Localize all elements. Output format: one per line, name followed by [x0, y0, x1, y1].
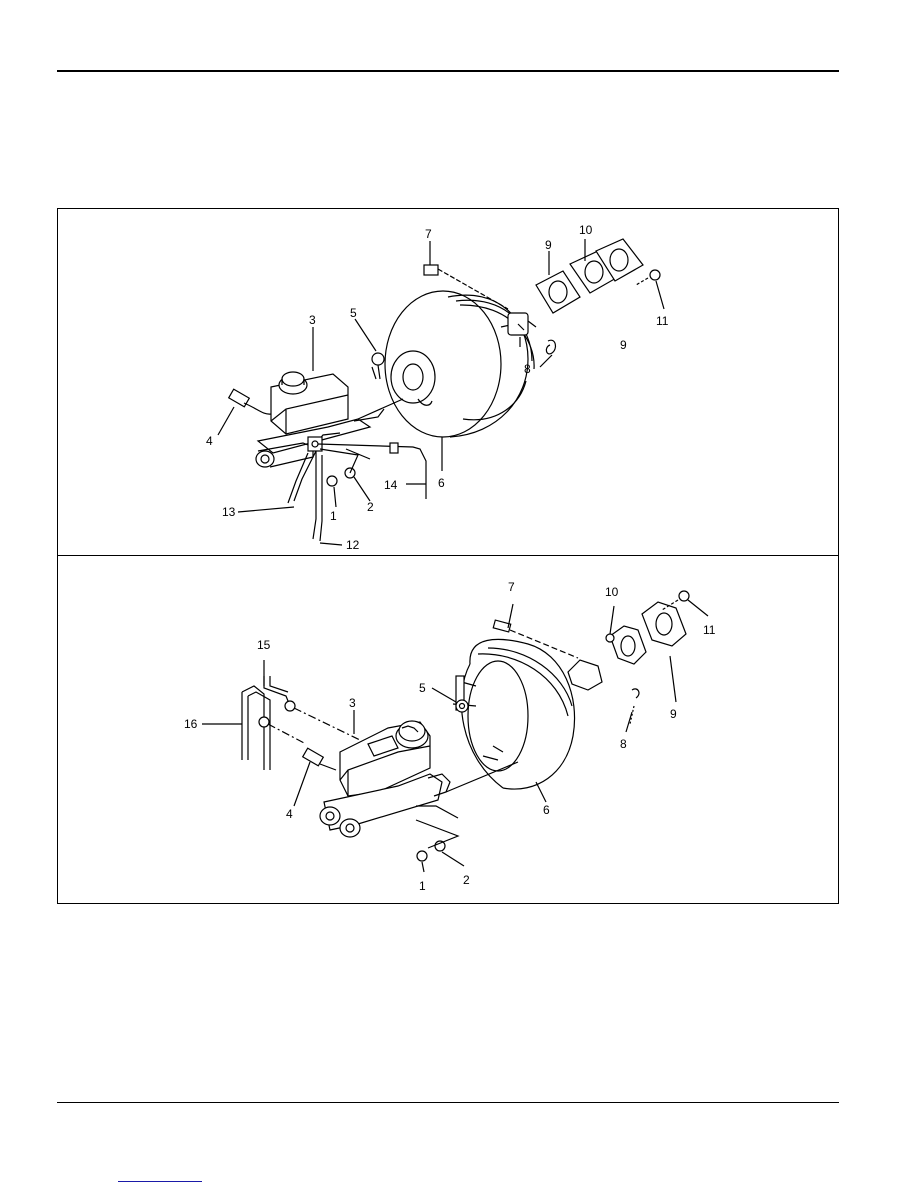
lower-booster [452, 638, 576, 790]
upper-leaders [217, 239, 665, 546]
upper-brake-lines [287, 442, 427, 542]
upper-callout-13: 13 [222, 505, 236, 519]
lower-brake-lines [241, 676, 361, 770]
lower-callout-9: 9 [670, 707, 677, 721]
upper-booster [384, 290, 537, 438]
panel-divider [58, 555, 838, 556]
lower-callout-8: 8 [620, 737, 627, 751]
lower-callout-15: 15 [257, 638, 271, 652]
upper-callout-11: 11 [656, 314, 669, 328]
upper-exploded-view: 7 9 10 11 9 3 5 8 4 6 14 2 1 13 12 [58, 209, 838, 555]
upper-callout-9: 9 [545, 238, 552, 252]
lower-gaskets [605, 590, 690, 665]
footer-rule [57, 1102, 839, 1103]
upper-level-sensor [227, 388, 272, 415]
lower-diagram: 7 10 11 15 3 5 9 16 8 4 6 2 1 [184, 580, 716, 893]
lower-callout-7: 7 [508, 580, 515, 594]
lower-master-cylinder [319, 720, 459, 838]
lower-callout-4: 4 [286, 807, 293, 821]
lower-exploded-view: 7 10 11 15 3 5 9 16 8 4 6 2 1 [58, 556, 838, 903]
lower-callout-3: 3 [349, 696, 356, 710]
upper-callout-1: 1 [330, 509, 337, 523]
lower-level-sensor [301, 747, 337, 771]
lower-callout-5: 5 [419, 681, 426, 695]
lower-leaders [202, 599, 709, 873]
upper-diagram: 7 9 10 11 9 3 5 8 4 6 14 2 1 13 12 [206, 223, 669, 552]
lower-callout-1: 1 [419, 879, 426, 893]
upper-callout-5: 5 [350, 306, 357, 320]
upper-callout-9b: 9 [620, 338, 627, 352]
upper-callout-12: 12 [346, 538, 360, 552]
upper-callout-10: 10 [579, 223, 593, 237]
lower-nuts [415, 761, 519, 862]
lower-callout-16: 16 [184, 717, 198, 731]
upper-callout-8: 8 [524, 362, 531, 376]
upper-callout-4: 4 [206, 434, 213, 448]
lower-callout-10: 10 [605, 585, 619, 599]
lower-clevis [492, 619, 640, 725]
upper-clevis-pin [423, 264, 557, 355]
header-rule [57, 70, 839, 72]
upper-callout-14: 14 [384, 478, 398, 492]
footer-link-underline[interactable] [118, 1181, 202, 1182]
exploded-view-figure: 7 9 10 11 9 3 5 8 4 6 14 2 1 13 12 [57, 208, 839, 904]
lower-callout-6: 6 [543, 803, 550, 817]
lower-check-valve [455, 699, 469, 713]
upper-callout-2: 2 [367, 500, 374, 514]
upper-master-cylinder [255, 371, 404, 468]
upper-callout-6: 6 [438, 476, 445, 490]
upper-callout-3: 3 [309, 313, 316, 327]
lower-callout-11: 11 [703, 623, 716, 637]
upper-callout-7: 7 [425, 227, 432, 241]
upper-gaskets [535, 238, 661, 314]
upper-check-valve [371, 352, 385, 380]
lower-callout-2: 2 [463, 873, 470, 887]
